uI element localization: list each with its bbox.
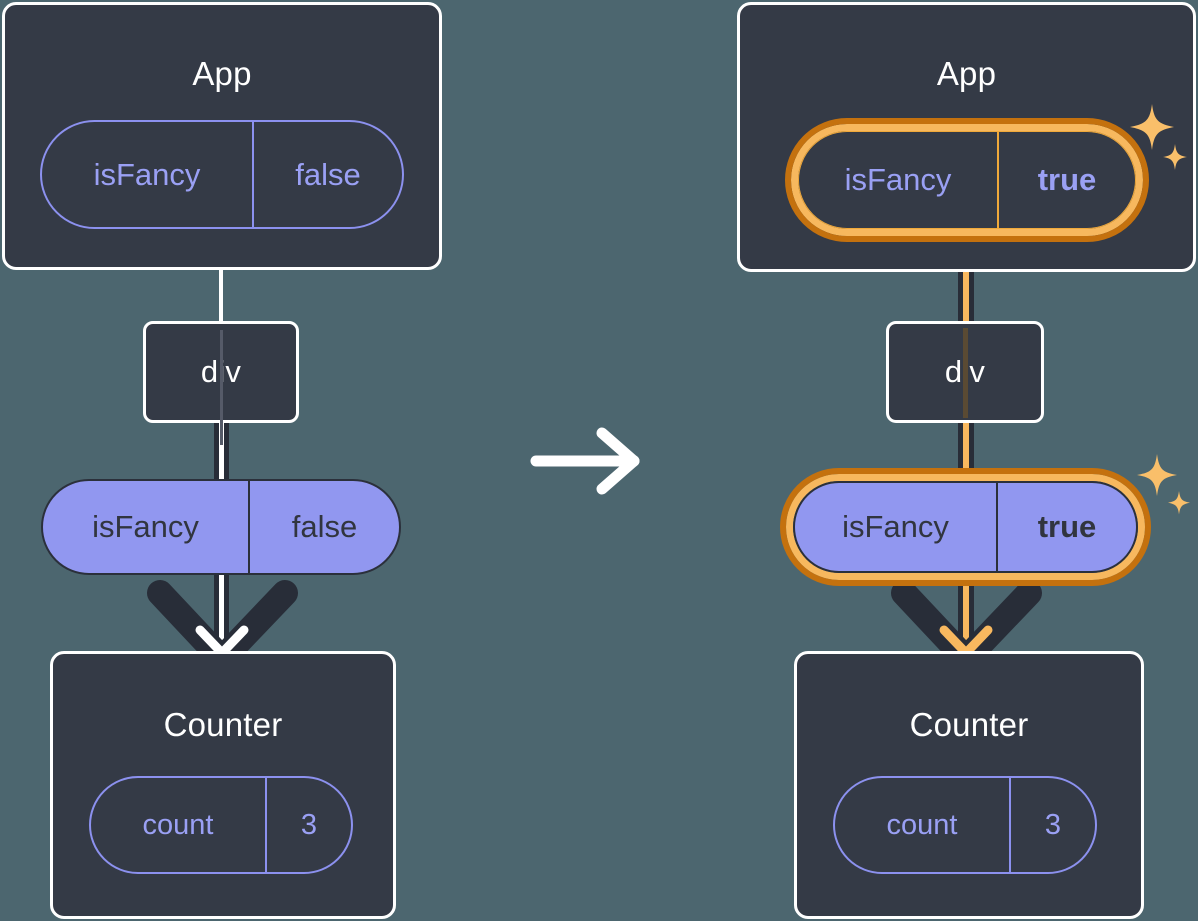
prop-pill-after[interactable]: isFancy true — [793, 481, 1138, 573]
prop-pill-name-after: isFancy — [842, 509, 949, 544]
transition-arrow-icon — [530, 425, 650, 497]
state-pill-app-divider-before — [252, 122, 254, 227]
connector-div-to-prop-after — [963, 420, 969, 490]
connector-prop-to-counter-before — [219, 560, 224, 660]
connector-div-to-prop-before — [219, 420, 224, 490]
state-pill-app-name-before: isFancy — [93, 156, 201, 192]
prop-pill-value-before: false — [291, 509, 358, 544]
state-pill-counter-divider-before — [265, 778, 267, 872]
card-counter-title-after: Counter — [909, 706, 1029, 743]
state-pill-app-name-after: isFancy — [844, 162, 952, 197]
card-app-title-after: App — [936, 55, 997, 92]
state-pill-app-value-before: false — [295, 156, 361, 192]
state-pill-app-value-after: true — [1037, 162, 1097, 197]
state-pill-app-divider-after — [997, 132, 999, 228]
prop-pill-value-after: true — [1037, 509, 1097, 544]
connector-app-to-div-before — [219, 268, 223, 322]
state-pill-counter-before[interactable]: count 3 — [89, 776, 353, 874]
state-pill-counter-divider-after — [1009, 778, 1011, 872]
prop-pill-name-before: isFancy — [92, 509, 199, 544]
state-pill-counter-value-before: 3 — [300, 808, 318, 841]
state-pill-app-after[interactable]: isFancy true — [798, 131, 1136, 229]
state-pill-counter-name-after: count — [886, 808, 958, 841]
connector-through-div-after — [963, 328, 968, 418]
state-pill-counter-after[interactable]: count 3 — [833, 776, 1097, 874]
prop-pill-divider-before — [248, 481, 250, 573]
state-pill-app-before[interactable]: isFancy false — [40, 120, 404, 229]
sparkle-icon-prop-after — [1135, 450, 1193, 525]
connector-app-to-div-after — [963, 225, 969, 325]
prop-pill-divider-after — [996, 483, 998, 571]
sparkle-icon-app-after — [1128, 100, 1190, 180]
prop-pill-before[interactable]: isFancy false — [41, 479, 401, 575]
card-counter-title-before: Counter — [163, 706, 283, 743]
connector-through-div-before — [220, 330, 223, 445]
connector-prop-to-counter-after — [963, 560, 969, 660]
state-pill-counter-name-before: count — [142, 808, 214, 841]
state-pill-counter-value-after: 3 — [1044, 808, 1062, 841]
card-app-title-before: App — [192, 55, 252, 92]
